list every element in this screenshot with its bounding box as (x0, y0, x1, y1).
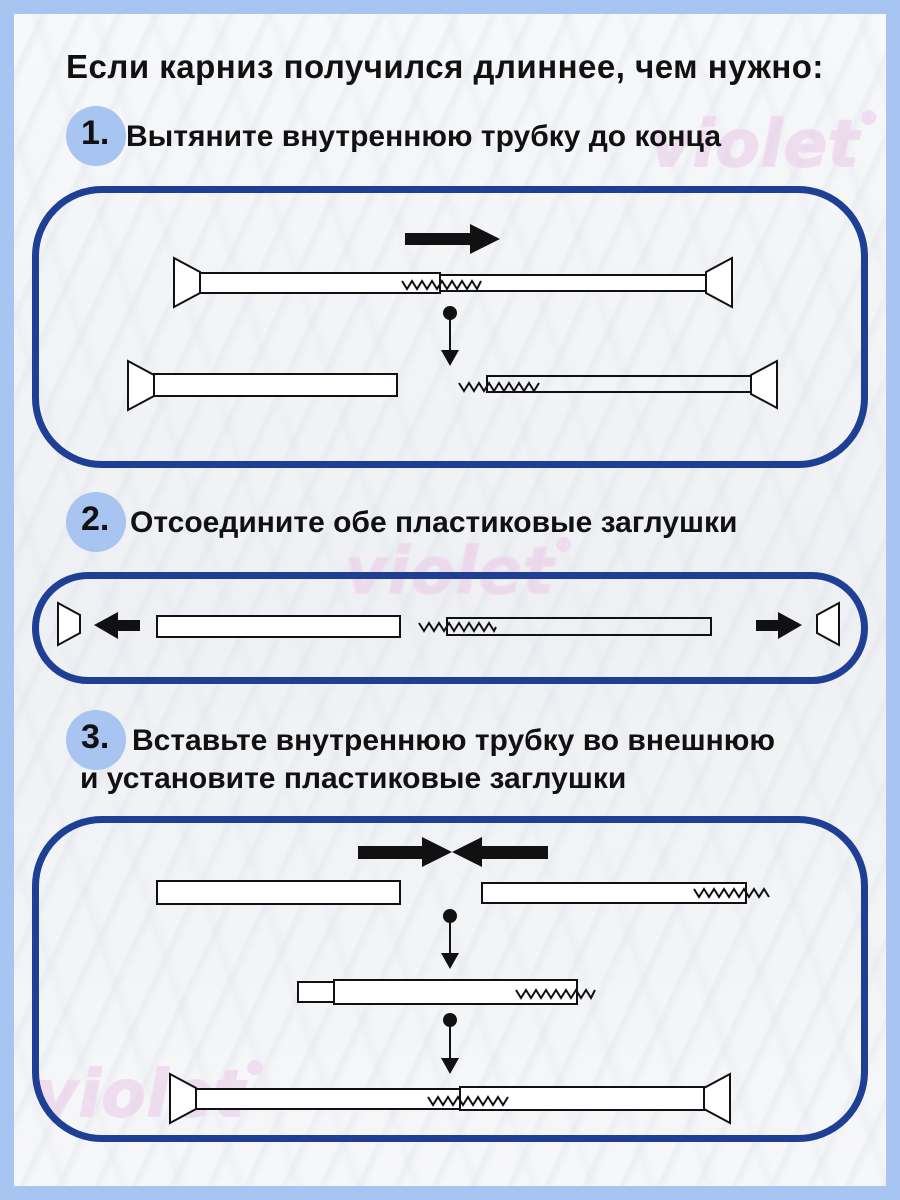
arrow-down-icon (441, 909, 459, 969)
arrow-left-icon (452, 837, 548, 867)
step-3-text-line2: и установите пластиковые заглушки (80, 762, 627, 795)
arrow-right-icon (405, 224, 500, 254)
spring-icon (427, 1095, 509, 1107)
step-3-text-line1: Вставьте внутреннюю трубку во внешнюю (132, 724, 776, 757)
step-2-frame (32, 572, 868, 684)
spring-icon (693, 887, 770, 899)
step-3-frame (32, 816, 868, 1142)
page-title: Если карниз получился длиннее, чем нужно… (66, 48, 824, 85)
step-3-drawing (156, 837, 770, 1125)
rod-separated (127, 359, 778, 412)
arrow-down-icon (441, 306, 459, 366)
spring-icon (458, 381, 540, 393)
spring-icon (401, 279, 482, 292)
step-1-drawing (127, 224, 778, 412)
arrow-down-icon (441, 1013, 459, 1074)
end-cap-icon (169, 1072, 197, 1125)
end-cap-icon (173, 256, 201, 309)
arrow-left-icon (94, 612, 140, 639)
spring-icon (418, 621, 497, 634)
end-cap-icon (703, 1072, 731, 1125)
step-1-frame (32, 186, 868, 468)
end-cap-icon (705, 256, 733, 309)
end-cap-icon (127, 359, 155, 412)
step-1-badge: 1. (66, 106, 126, 166)
step-3-badge: 3. (66, 710, 126, 770)
end-cap-icon (816, 601, 840, 647)
step-2-text: Отсоедините обе пластиковые заглушки (130, 506, 738, 539)
arrow-right-icon (358, 837, 452, 867)
step-2-badge: 2. (66, 492, 126, 552)
spring-icon (515, 988, 596, 1001)
arrow-right-icon (756, 612, 802, 639)
watermark-top: violet® (649, 107, 879, 183)
step-2-drawing (57, 601, 840, 647)
end-cap-icon (750, 359, 778, 410)
end-cap-icon (57, 601, 81, 647)
step-1-text: Вытяните внутреннюю трубку до конца (126, 120, 722, 153)
rod-assembled (173, 256, 733, 309)
